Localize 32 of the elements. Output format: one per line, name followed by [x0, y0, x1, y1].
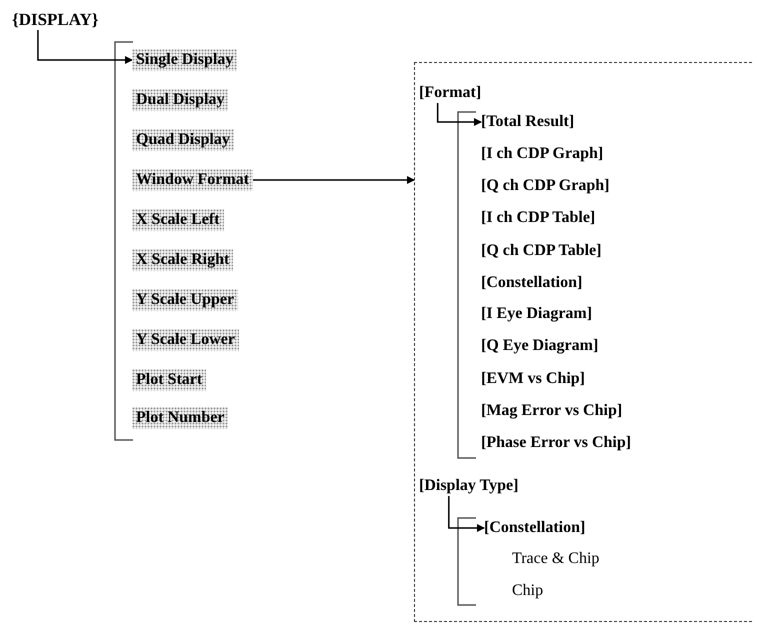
menu-title: {DISPLAY}: [12, 10, 98, 30]
menu-option: [Format]: [419, 83, 482, 103]
menu-item: Dual Display: [132, 89, 228, 111]
menu-option: [Phase Error vs Chip]: [481, 433, 632, 453]
menu-option: [Q ch CDP Graph]: [481, 176, 610, 196]
menu-option: [Constellation]: [484, 518, 586, 538]
menu-option: [Mag Error vs Chip]: [481, 401, 622, 421]
menu-option: Trace & Chip: [512, 549, 600, 569]
menu-option: [Q Eye Diagram]: [481, 336, 598, 356]
menu-item: Y Scale Lower: [132, 329, 239, 351]
submenu-panel: [414, 62, 752, 622]
arrow: [448, 496, 485, 532]
menu-option: [Display Type]: [419, 476, 518, 496]
menu-option: [I ch CDP Table]: [481, 208, 596, 228]
menu-item: Quad Display: [132, 129, 234, 151]
menu-item: Plot Number: [132, 407, 228, 429]
arrow: [253, 176, 415, 184]
menu-option: [I ch CDP Graph]: [481, 144, 604, 164]
arrow: [436, 103, 482, 126]
menu-option: [Q ch CDP Table]: [481, 241, 602, 261]
menu-item: X Scale Right: [132, 249, 234, 271]
menu-option: [Total Result]: [481, 112, 574, 132]
menu-option: [Constellation]: [481, 273, 582, 293]
menu-item: Y Scale Upper: [132, 289, 238, 311]
menu-option: Chip: [512, 581, 544, 601]
menu-option: [EVM vs Chip]: [481, 369, 586, 389]
arrow: [37, 30, 133, 64]
menu-item: Plot Start: [132, 369, 206, 391]
menu-item: X Scale Left: [132, 209, 224, 231]
menu-item: Single Display: [132, 49, 238, 71]
menu-item: Window Format: [132, 169, 254, 191]
menu-option: [I Eye Diagram]: [481, 304, 592, 324]
